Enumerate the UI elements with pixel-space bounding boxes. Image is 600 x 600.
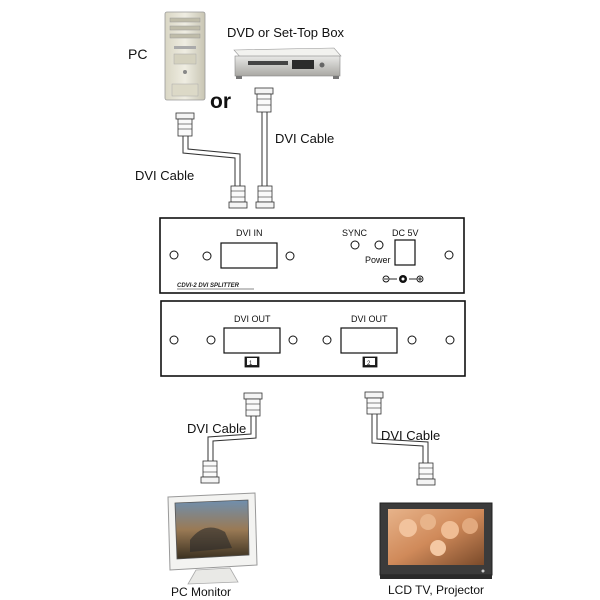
dc-label: DC 5V [392,228,419,238]
splitter-output-panel: DVI OUT DVI OUT 1 2 [160,300,466,377]
dvi-connector-pc [175,112,195,137]
polarity-icon [382,275,424,283]
bottom-cables [207,414,429,463]
dvi-in-port [220,242,278,269]
dvi-cable-bottom-right-label: DVI Cable [381,428,441,443]
dvi-connector-input-b [255,185,275,209]
pc-monitor-label: PC Monitor [171,585,232,599]
dvi-connector-out-1-top [243,392,263,417]
pc-monitor-image [167,492,258,585]
model-label: CDVI-2 DVI SPLITTER [177,283,240,289]
dvi-cable-top-right-label: DVI Cable [275,131,335,146]
dc-jack [394,239,416,266]
port-2-number: 2 [367,361,371,367]
pc-label: PC [128,46,148,62]
lcd-tv-image [379,502,493,579]
dvi-connector-input-a [228,185,248,209]
pc-tower-image [164,11,206,101]
dvd-player-image [233,47,342,79]
dvi-connector-monitor [200,460,220,484]
port-1-number: 1 [249,361,253,367]
dvi-connector-out-2-top [364,391,384,415]
dvi-in-label: DVI IN [236,228,263,238]
dvd-label: DVD or Set-Top Box [227,25,345,40]
top-cables [182,112,268,186]
dvi-cable-top-left-label: DVI Cable [135,168,195,183]
dvi-out-port-2 [340,327,398,354]
sync-label: SYNC [342,228,368,238]
dvi-connector-tv [416,462,436,486]
lcd-tv-label: LCD TV, Projector [388,583,485,597]
dvi-out-2-label: DVI OUT [351,314,388,324]
dvi-out-1-label: DVI OUT [234,314,271,324]
splitter-input-panel: DVI IN SYNC DC 5V Power CDVI-2 DVI SPLIT… [159,217,465,294]
power-led [374,240,384,250]
dvi-connector-dvd [254,87,274,113]
or-label: or [210,90,231,113]
sync-led [350,240,360,250]
power-label: Power [365,255,391,265]
dvi-out-port-1 [223,327,281,354]
dvi-cable-bottom-left-label: DVI Cable [187,421,247,436]
